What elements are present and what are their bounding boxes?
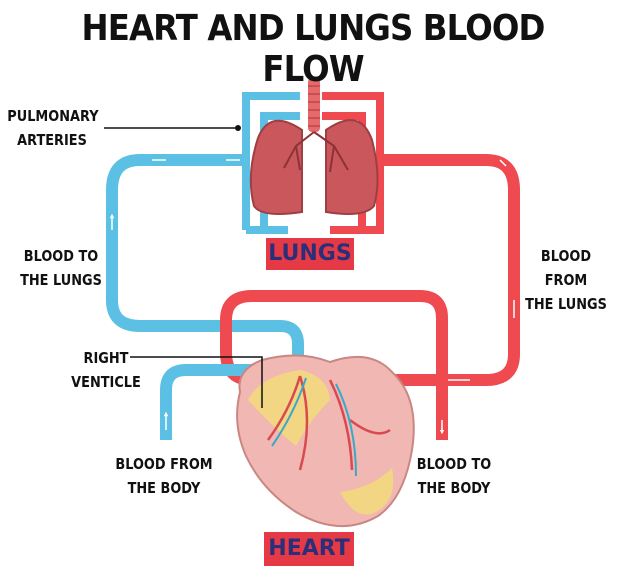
- right-ventricle-label-line2: VENTICLE: [71, 373, 141, 391]
- page-title: HEART AND LUNGS BLOOD FLOW: [81, 8, 546, 90]
- blood-to-body-label-line1: BLOOD TO: [416, 455, 492, 473]
- pulmonary-arteries-label-line1: PULMONARY: [7, 107, 99, 125]
- right-ventricle-label: RIGHT VENTICLE: [63, 346, 149, 394]
- pulmonary-arteries-label: PULMONARY ARTERIES: [7, 104, 99, 152]
- blood-from-lungs-label-line2: THE LUNGS: [525, 295, 607, 313]
- heart-fat-lower: [340, 468, 394, 515]
- lungs-illustration: [249, 78, 379, 215]
- bronchi: [283, 131, 349, 173]
- blood-from-lungs-label-line1: BLOOD FROM: [540, 247, 592, 289]
- blood-to-body-label-line2: THE BODY: [417, 479, 491, 497]
- blood-from-body-label: BLOOD FROM THE BODY: [114, 452, 214, 500]
- blood-from-body-label-line1: BLOOD FROM: [115, 455, 213, 473]
- blood-from-body-label-line2: THE BODY: [127, 479, 201, 497]
- heart-tag: HEART: [264, 532, 354, 566]
- blue-vena-cava: [160, 364, 258, 440]
- blood-from-lungs-label: BLOOD FROM THE LUNGS: [518, 244, 614, 316]
- coronary-vessels: [266, 375, 391, 471]
- heart-illustration: [236, 354, 415, 527]
- blue-vessel-to-lungs: [106, 154, 304, 380]
- lungs-tag: LUNGS: [266, 238, 354, 270]
- heart-fat: [248, 370, 330, 446]
- right-lung: [325, 119, 379, 215]
- blood-to-body-label: BLOOD TO THE BODY: [411, 452, 497, 500]
- right-ventricle-label-line1: RIGHT: [83, 349, 129, 367]
- blood-to-lungs-label-line2: THE LUNGS: [20, 271, 102, 289]
- blood-to-lungs-label-line1: BLOOD TO: [23, 247, 99, 265]
- blue-vessel-flow-arrows: [112, 159, 240, 230]
- red-vessel-flow-arrows: [440, 159, 515, 380]
- pulmonary-arteries-dot: [235, 125, 241, 131]
- trachea-rings: [308, 85, 320, 127]
- right-ventricle-leader-bend: [240, 356, 263, 408]
- coronary-veins: [271, 377, 357, 477]
- pulmonary-arteries-label-line2: ARTERIES: [17, 131, 87, 149]
- left-lung: [249, 119, 303, 215]
- blood-to-lungs-label: BLOOD TO THE LUNGS: [15, 244, 106, 292]
- red-vessel-from-lungs: [380, 154, 520, 386]
